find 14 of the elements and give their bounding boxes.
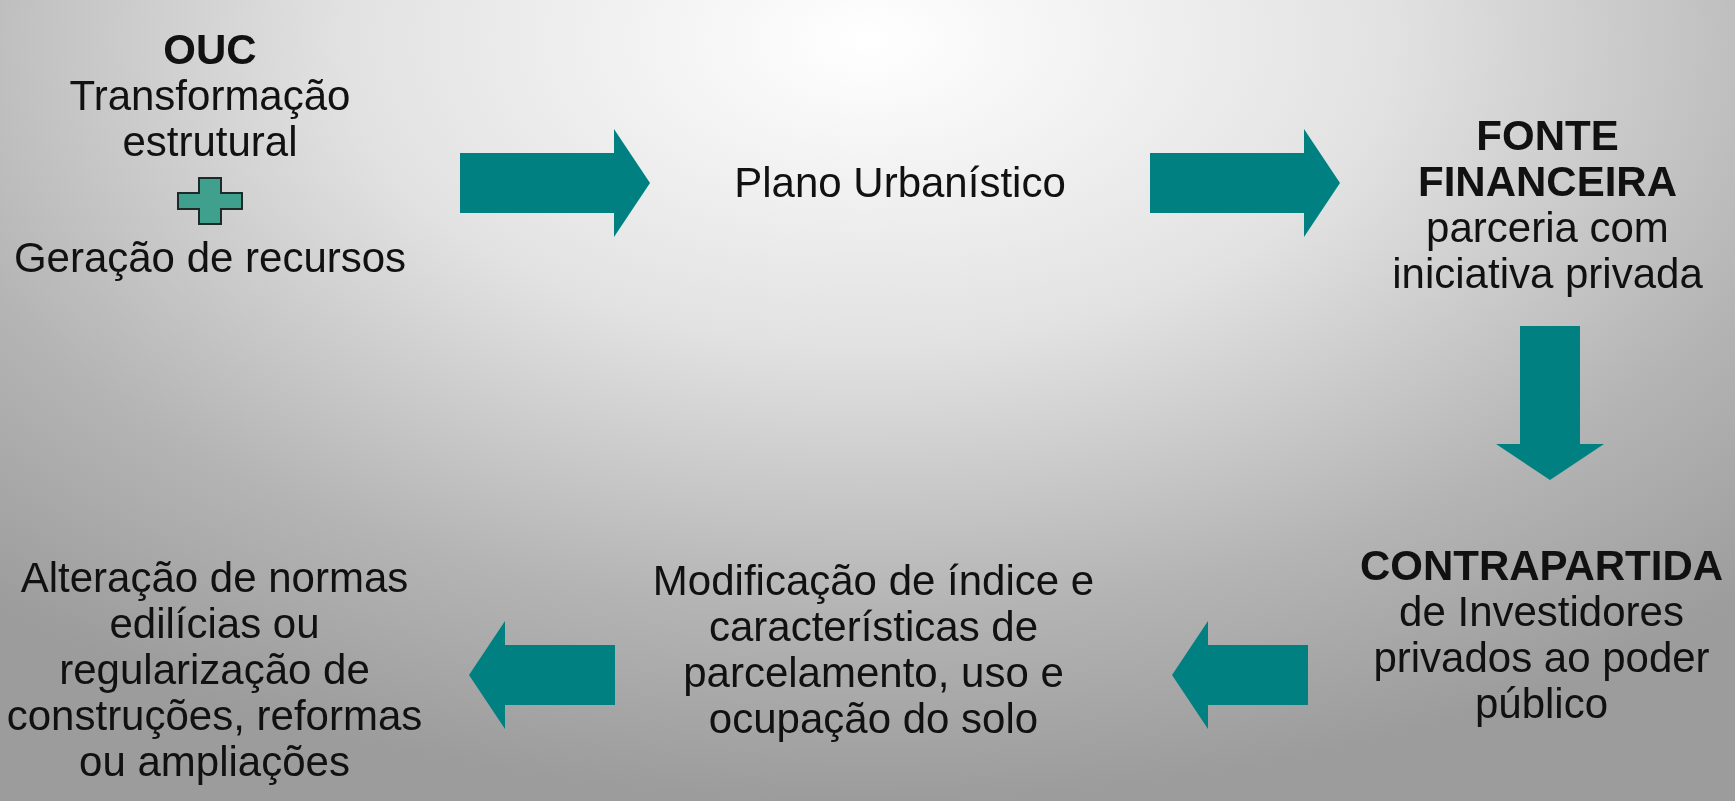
body-text: Alteração de normas edilícias ou regularização de construções, reformas ou ampliações [5,554,424,786]
block-arrow [1150,129,1340,237]
body-text: Transformação estrutural [68,72,352,166]
block-arrow [1496,326,1604,480]
block-arrow [1172,621,1308,729]
body-text: Modificação de índice e características de parcelamento, uso e ocupação do solo [651,557,1096,743]
body-text: parceria com iniciativa privada [1391,205,1704,298]
heading-text: OUC [163,26,257,73]
body-text: de Investidores privados ao poder público [1372,588,1711,728]
heading-text: CONTRAPARTIDA [1359,542,1724,589]
body-text: Plano Urbanístico [734,159,1066,207]
block-arrow [469,621,615,729]
block-arrow [460,129,650,237]
body-text: Geração de recursos [13,235,407,282]
